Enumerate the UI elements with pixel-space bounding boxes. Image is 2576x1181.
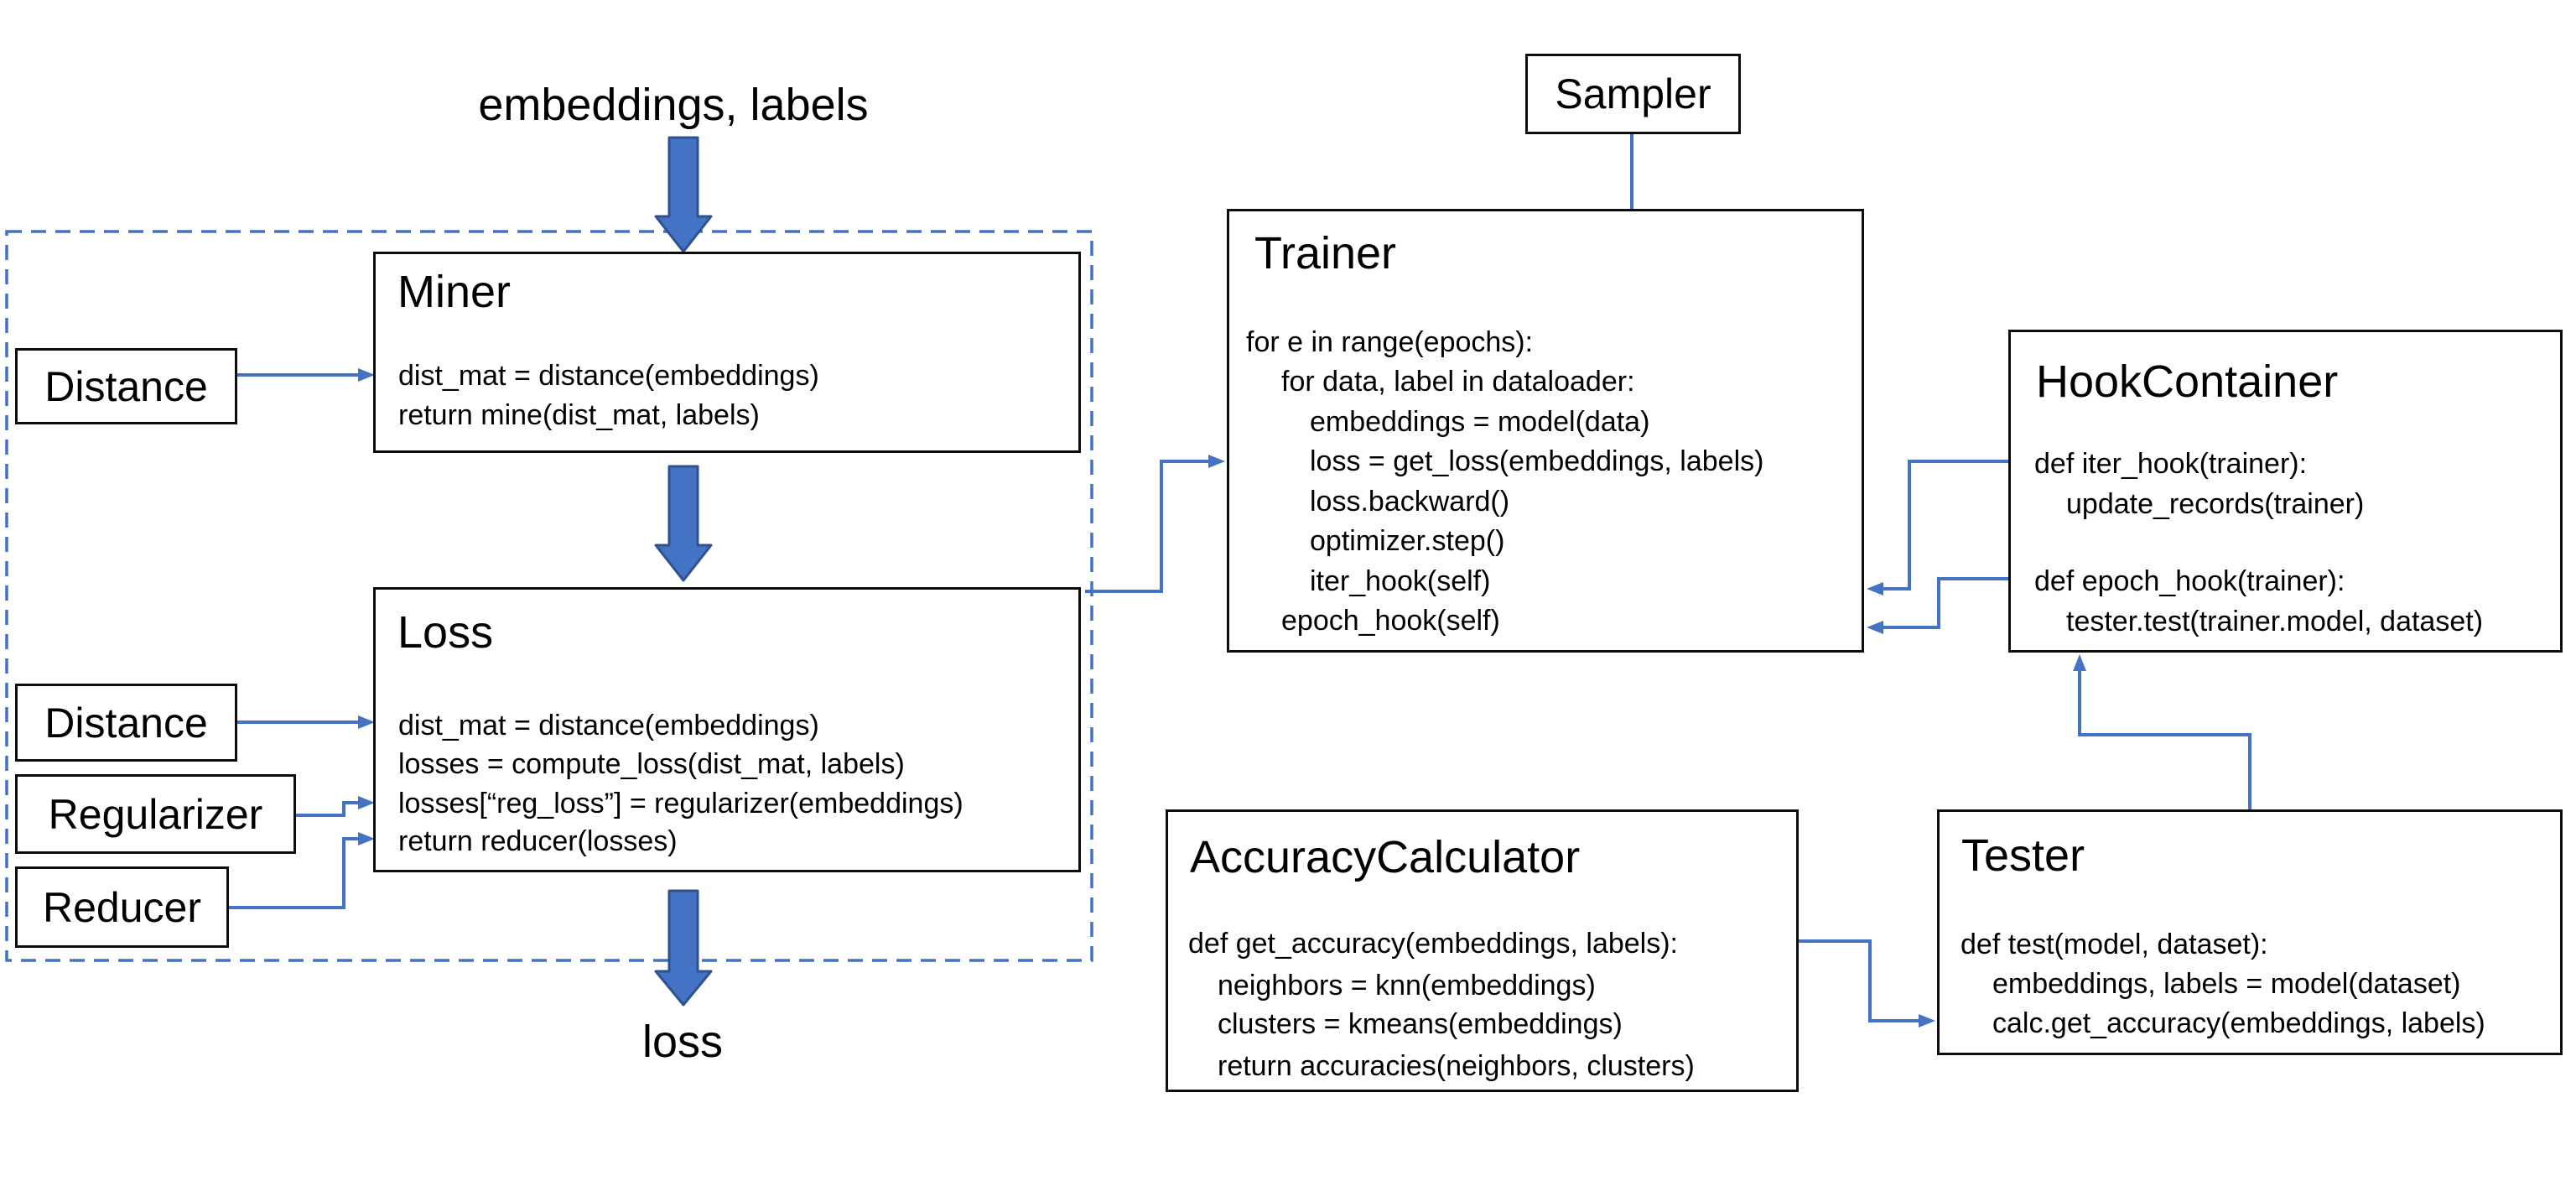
trainer-code-line: for data, label in dataloader: xyxy=(1281,366,1635,398)
distance-label: Distance xyxy=(44,362,208,410)
regularizer-box: Regularizer xyxy=(15,774,296,854)
trainer-code-line: iter_hook(self) xyxy=(1310,565,1491,597)
accuracy-calculator-code-line: return accuracies(neighbors, clusters) xyxy=(1218,1050,1695,1082)
arrow-loss-to-trainer xyxy=(1085,455,1225,593)
hook-container-title: HookContainer xyxy=(2036,356,2339,407)
arrow-epoch-hook-to-trainer xyxy=(1867,577,2008,634)
arrow-iter-hook-to-trainer xyxy=(1867,460,2008,596)
loss-code-line: return reducer(losses) xyxy=(398,825,678,857)
sampler-label: Sampler xyxy=(1555,70,1711,117)
regularizer-label: Regularizer xyxy=(48,790,263,838)
accuracy-calculator-code-line: def get_accuracy(embeddings, labels): xyxy=(1188,928,1678,960)
distance-box-miner: Distance xyxy=(15,348,237,424)
arrow-accuracy-calculator-to-tester xyxy=(1799,939,1935,1028)
loss-modules-dashed-boundary xyxy=(5,230,1093,962)
input-label: embeddings, labels xyxy=(478,80,869,130)
distance-box-loss: Distance xyxy=(15,684,237,762)
arrow-regularizer-to-loss xyxy=(296,796,375,817)
loss-code-line: losses[“reg_loss”] = regularizer(embeddi… xyxy=(398,788,963,819)
trainer-code-line: for e in range(epochs): xyxy=(1246,326,1534,358)
accuracy-calculator-box: AccuracyCalculator def get_accuracy(embe… xyxy=(1166,809,1799,1092)
sampler-box: Sampler xyxy=(1525,54,1741,134)
miner-title: Miner xyxy=(397,267,512,317)
accuracy-calculator-code-line: neighbors = knn(embeddings) xyxy=(1218,970,1596,1002)
hook-container-box: HookContainer def iter_hook(trainer): up… xyxy=(2008,330,2563,653)
reducer-label: Reducer xyxy=(43,883,201,931)
trainer-code-line: epoch_hook(self) xyxy=(1281,605,1500,637)
trainer-box: Trainer for e in range(epochs): for data… xyxy=(1227,209,1864,653)
trainer-code-line: optimizer.step() xyxy=(1310,525,1505,557)
arrow-reducer-to-loss xyxy=(229,832,375,909)
reducer-box: Reducer xyxy=(15,866,229,948)
flow-arrow-input-to-miner xyxy=(654,136,713,253)
hook-container-code-line: update_records(trainer) xyxy=(2066,488,2365,520)
accuracy-calculator-title: AccuracyCalculator xyxy=(1190,832,1581,882)
trainer-code-line: loss = get_loss(embeddings, labels) xyxy=(1310,445,1764,477)
tester-box: Tester def test(model, dataset): embeddi… xyxy=(1937,809,2563,1055)
hook-container-code-line: tester.test(trainer.model, dataset) xyxy=(2066,606,2484,637)
flow-arrow-miner-to-loss xyxy=(654,465,713,582)
tester-code-line: calc.get_accuracy(embeddings, labels) xyxy=(1992,1007,2485,1039)
loss-code-line: losses = compute_loss(dist_mat, labels) xyxy=(398,748,905,780)
distance-label: Distance xyxy=(44,699,208,747)
miner-code-line: dist_mat = distance(embeddings) xyxy=(398,360,819,392)
loss-code-line: dist_mat = distance(embeddings) xyxy=(398,710,819,741)
hook-container-code-line: def epoch_hook(trainer): xyxy=(2034,565,2345,597)
output-label: loss xyxy=(641,1017,724,1067)
miner-code-line: return mine(dist_mat, labels) xyxy=(398,399,760,431)
accuracy-calculator-code-line: clusters = kmeans(embeddings) xyxy=(1218,1008,1623,1040)
tester-title: Tester xyxy=(1961,830,2085,881)
trainer-code-line: embeddings = model(data) xyxy=(1310,406,1650,438)
loss-title: Loss xyxy=(397,607,494,658)
flow-arrow-loss-to-output xyxy=(654,889,713,1007)
trainer-title: Trainer xyxy=(1254,228,1397,278)
loss-box: Loss dist_mat = distance(embeddings) los… xyxy=(373,587,1081,872)
arrow-tester-to-hook-container xyxy=(2073,654,2251,809)
hook-container-code-line: def iter_hook(trainer): xyxy=(2034,448,2308,480)
tester-code-line: def test(model, dataset): xyxy=(1961,929,2268,960)
miner-box: Miner dist_mat = distance(embeddings) re… xyxy=(373,252,1081,453)
tester-code-line: embeddings, labels = model(dataset) xyxy=(1992,968,2461,1000)
trainer-code-line: loss.backward() xyxy=(1310,486,1510,518)
